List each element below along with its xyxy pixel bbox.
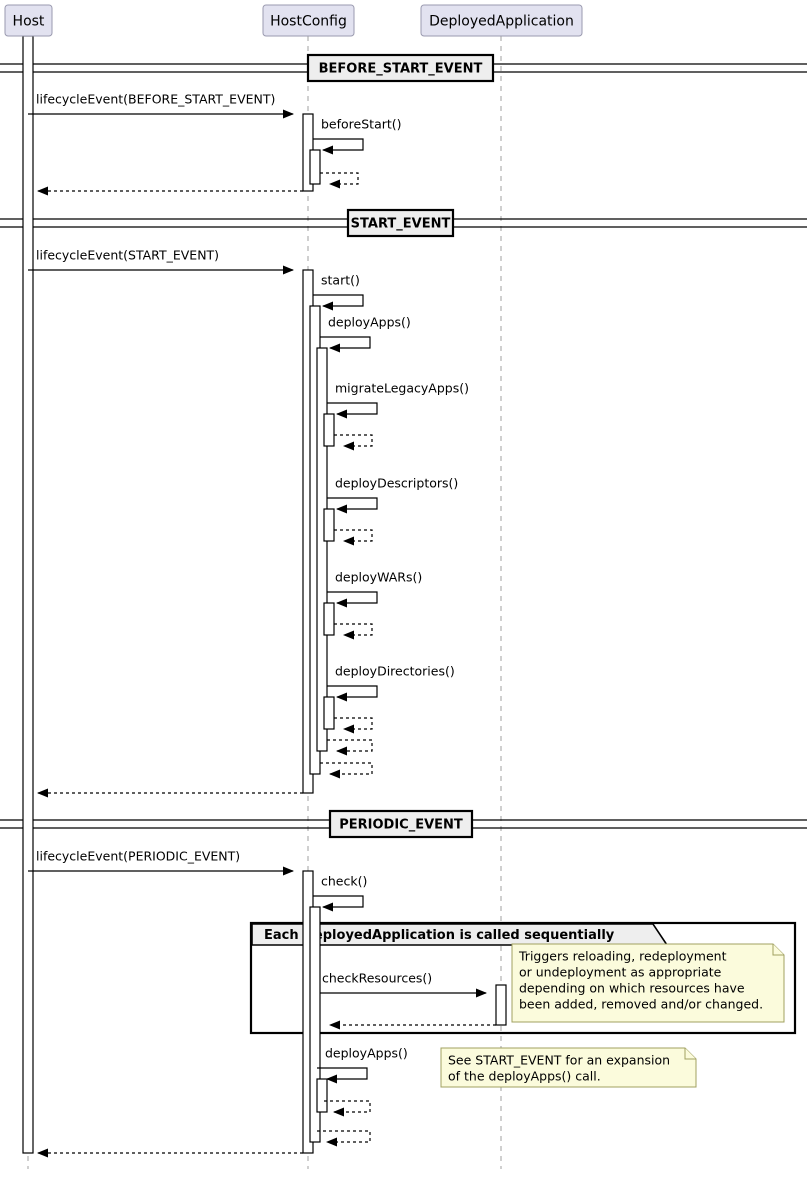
divider-start: START_EVENT xyxy=(0,208,807,238)
note-line: depending on which resources have xyxy=(519,981,745,996)
message-msg-11 xyxy=(334,529,373,546)
participant-label: DeployedApplication xyxy=(429,14,574,30)
message-label: deployWARs() xyxy=(335,570,422,585)
message-msg-13 xyxy=(334,623,373,640)
message-msg-14: deployDirectories() xyxy=(327,664,455,702)
message-label: lifecycleEvent(BEFORE_START_EVENT) xyxy=(36,92,275,107)
message-msg-19: lifecycleEvent(PERIODIC_EVENT) xyxy=(28,849,294,876)
note-line: or undeployment as appropriate xyxy=(519,965,722,980)
divider-before-start: BEFORE_START_EVENT xyxy=(0,53,807,83)
divider-label: PERIODIC_EVENT xyxy=(339,818,463,833)
note-line: of the deployApps() call. xyxy=(448,1069,601,1084)
message-label: migrateLegacyApps() xyxy=(335,381,469,396)
lifelines-layer xyxy=(27,36,502,1169)
activation-bar xyxy=(22,35,34,1154)
message-msg-1: lifecycleEvent(BEFORE_START_EVENT) xyxy=(28,92,294,119)
participant-label: Host xyxy=(13,14,45,30)
activation-bar xyxy=(323,413,335,447)
message-label: deployDescriptors() xyxy=(335,476,458,491)
message-msg-24 xyxy=(324,1100,371,1117)
message-label: start() xyxy=(321,273,360,288)
message-msg-17 xyxy=(320,762,373,779)
divider-periodic: PERIODIC_EVENT xyxy=(0,809,807,839)
message-label: deployApps() xyxy=(325,1046,408,1061)
message-label: lifecycleEvent(PERIODIC_EVENT) xyxy=(36,849,240,864)
message-msg-9 xyxy=(334,434,373,451)
note-line: See START_EVENT for an expansion xyxy=(448,1053,670,1068)
messages-layer: lifecycleEvent(BEFORE_START_EVENT)before… xyxy=(28,92,496,1158)
message-msg-2: beforeStart() xyxy=(313,117,402,155)
activation-bar xyxy=(323,696,335,730)
message-msg-25 xyxy=(317,1130,371,1147)
divider-label: START_EVENT xyxy=(351,217,451,232)
participant-deployed[interactable]: DeployedApplication xyxy=(420,4,583,37)
message-msg-5: lifecycleEvent(START_EVENT) xyxy=(28,248,294,275)
participants-layer: Host HostConfig DeployedApplication xyxy=(4,4,583,37)
note-line: Triggers reloading, redeployment xyxy=(518,949,727,964)
message-msg-16 xyxy=(327,739,373,756)
message-msg-12: deployWARs() xyxy=(327,570,422,608)
message-msg-6: start() xyxy=(313,273,364,311)
activation-bar xyxy=(323,508,335,542)
activations-layer xyxy=(22,35,507,1154)
message-msg-7: deployApps() xyxy=(320,315,411,353)
participant-label: HostConfig xyxy=(270,14,347,30)
message-label: check() xyxy=(321,874,367,889)
dividers-layer: BEFORE_START_EVENT START_EVENT PERIODIC_EV… xyxy=(0,53,807,839)
participant-hostcfg[interactable]: HostConfig xyxy=(262,4,355,37)
participant-host[interactable]: Host xyxy=(4,4,53,37)
message-msg-21: checkResources() xyxy=(320,971,487,998)
activation-bar xyxy=(323,602,335,636)
message-label: beforeStart() xyxy=(321,117,402,132)
note-line: been added, removed and/or changed. xyxy=(519,997,763,1012)
message-label: deployApps() xyxy=(328,315,411,330)
message-label: deployDirectories() xyxy=(335,664,455,679)
activation-bar xyxy=(495,984,507,1026)
activation-bar xyxy=(316,1078,328,1113)
group-label: Each DeployedApplication is called seque… xyxy=(264,928,615,943)
activation-bar xyxy=(309,906,321,1143)
message-msg-8: migrateLegacyApps() xyxy=(327,381,469,419)
activation-bar xyxy=(316,347,328,752)
message-msg-20: check() xyxy=(313,874,367,912)
message-msg-3 xyxy=(320,172,359,189)
message-label: lifecycleEvent(START_EVENT) xyxy=(36,248,219,263)
message-msg-10: deployDescriptors() xyxy=(327,476,458,514)
divider-label: BEFORE_START_EVENT xyxy=(319,62,483,77)
message-msg-15 xyxy=(334,717,373,734)
message-msg-23: deployApps() xyxy=(317,1046,408,1084)
message-label: checkResources() xyxy=(322,971,432,986)
activation-bar xyxy=(309,149,321,185)
